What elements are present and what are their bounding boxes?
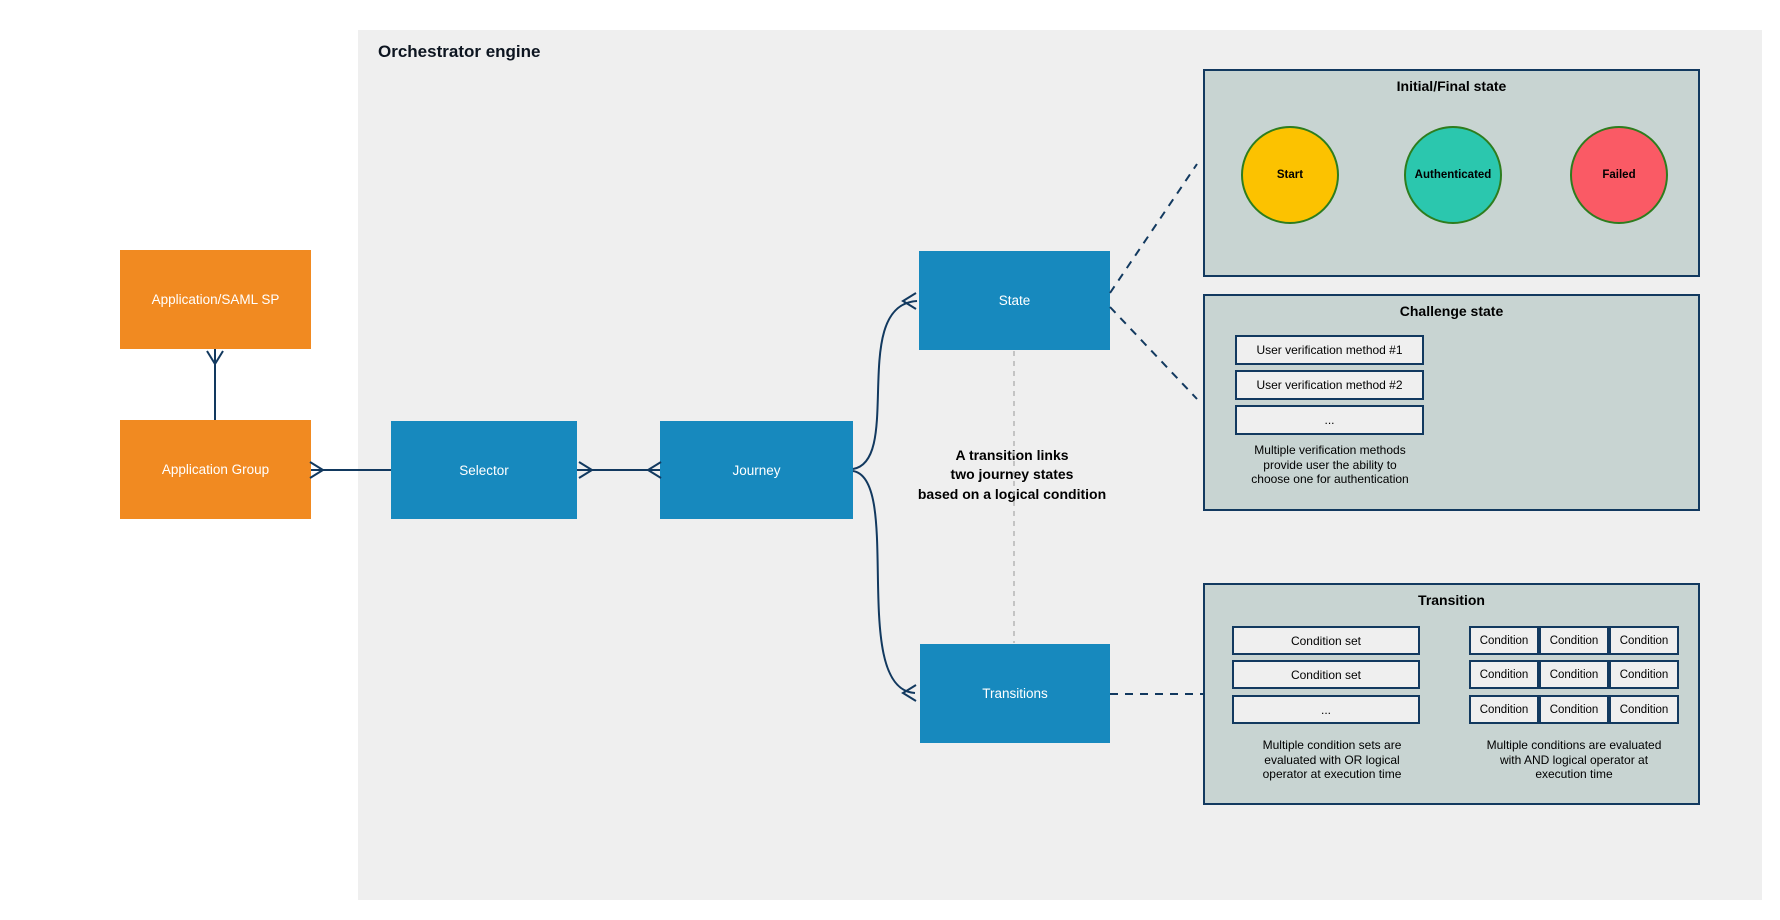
and-operator-caption: Multiple conditions are evaluated with A… (1486, 738, 1662, 782)
panel-challenge-state: Challenge state User verification method… (1203, 294, 1700, 511)
condition-box: Condition (1609, 660, 1679, 689)
node-label: Application Group (161, 462, 270, 477)
circle-label: Failed (1602, 169, 1636, 181)
node-label: Journey (732, 462, 781, 478)
node-label: State (998, 293, 1031, 308)
condition-box: Condition (1609, 626, 1679, 655)
condition-box: Condition (1539, 626, 1609, 655)
node-state[interactable]: State (919, 251, 1110, 350)
panel-title: Initial/Final state (1396, 78, 1507, 94)
circle-label: Start (1276, 169, 1304, 181)
condition-box: Condition (1539, 695, 1609, 724)
circle-label: Authenticated (1414, 169, 1492, 181)
node-journey[interactable]: Journey (660, 421, 853, 519)
user-verification-method-box: User verification method #2 (1235, 370, 1424, 400)
panel-title: Transition (1418, 592, 1485, 608)
node-selector[interactable]: Selector (391, 421, 577, 519)
challenge-caption: Multiple verification methods provide us… (1251, 443, 1409, 487)
condition-box: Condition (1469, 660, 1539, 689)
condition-set-box: Condition set (1232, 660, 1420, 689)
state-circle-start: Start (1241, 126, 1339, 224)
or-operator-caption: Multiple condition sets are evaluated wi… (1262, 738, 1402, 782)
node-label: Transitions (982, 686, 1048, 701)
transition-annotation: A transition links two journey states ba… (917, 447, 1107, 502)
user-verification-method-box: ... (1235, 405, 1424, 435)
condition-set-box: ... (1232, 695, 1420, 724)
node-application-group[interactable]: Application Group (120, 420, 311, 519)
panel-title: Challenge state (1399, 303, 1504, 319)
user-verification-method-box: User verification method #1 (1235, 335, 1424, 365)
condition-set-box: Condition set (1232, 626, 1420, 655)
node-label: Application/SAML SP (151, 292, 280, 307)
state-circle-failed: Failed (1570, 126, 1668, 224)
node-application-saml-sp[interactable]: Application/SAML SP (120, 250, 311, 349)
diagram-title: Orchestrator engine (378, 42, 541, 61)
condition-box: Condition (1539, 660, 1609, 689)
arrowhead-right-icon (309, 461, 325, 479)
panel-transition: Transition Condition set Condition set .… (1203, 583, 1700, 805)
arrowhead-down-icon (206, 350, 224, 366)
condition-box: Condition (1609, 695, 1679, 724)
condition-box: Condition (1469, 626, 1539, 655)
node-transitions[interactable]: Transitions (920, 644, 1110, 743)
node-label: Selector (459, 462, 509, 478)
state-circle-authenticated: Authenticated (1404, 126, 1502, 224)
panel-initial-final-state: Initial/Final state Start Authenticated … (1203, 69, 1700, 277)
condition-box: Condition (1469, 695, 1539, 724)
